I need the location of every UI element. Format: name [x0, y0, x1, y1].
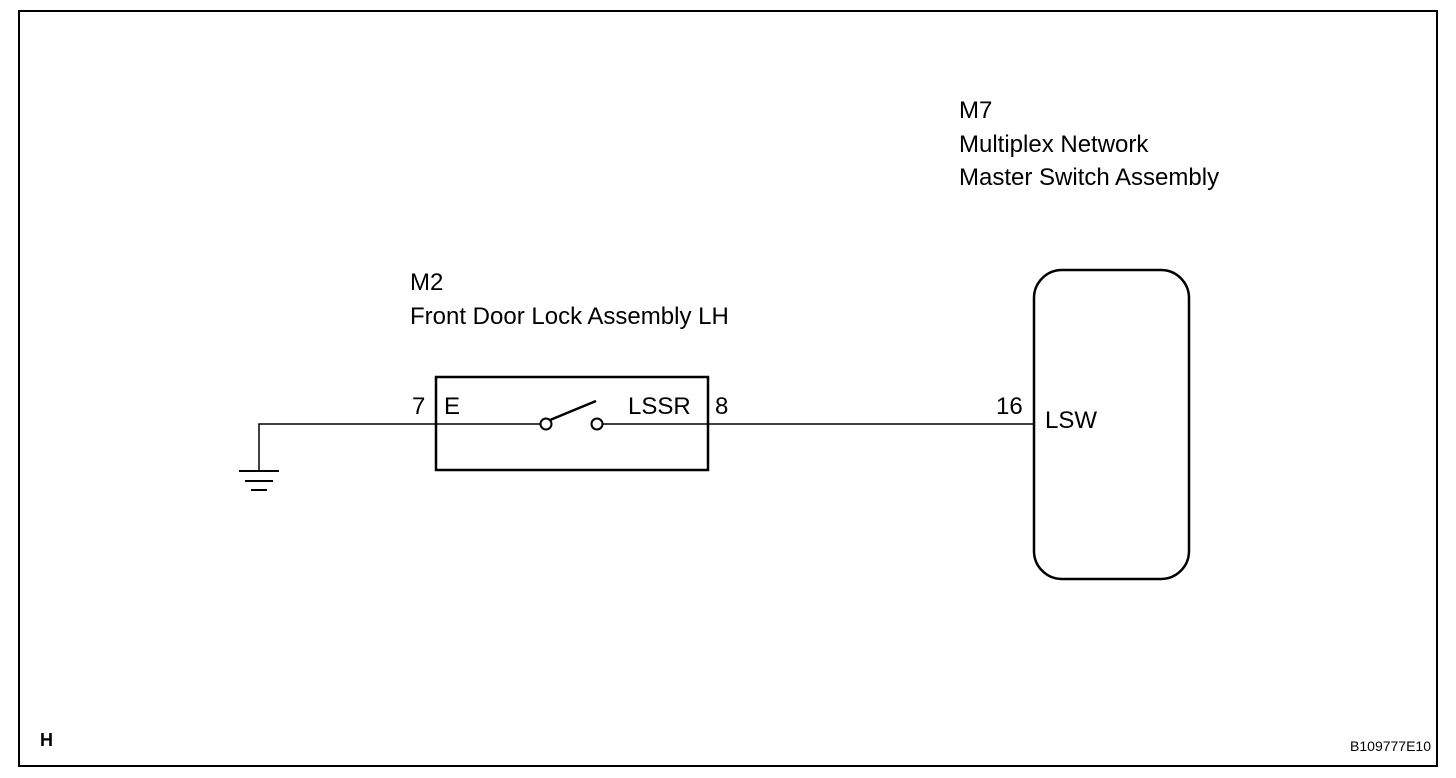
lock-switch-symbol: [436, 399, 708, 431]
m2-left-pin-name: E: [444, 393, 460, 420]
m2-name: Front Door Lock Assembly LH: [410, 303, 729, 330]
figure-code: B109777E10: [1350, 738, 1431, 754]
m7-pin-name: LSW: [1045, 407, 1097, 434]
corner-letter: H: [40, 730, 53, 750]
m2-code: M2: [410, 269, 443, 296]
m2-right-pin-number: 8: [715, 393, 728, 420]
m7-name-line1: Multiplex Network: [959, 131, 1149, 158]
m7-name-line2: Master Switch Assembly: [959, 164, 1219, 191]
m7-code: M7: [959, 97, 992, 124]
m2-left-pin-number: 7: [412, 393, 425, 420]
wire-e-to-ground: [258, 423, 436, 470]
diagram-frame: [18, 10, 1438, 767]
m2-right-pin-name: LSSR: [628, 393, 691, 420]
ground-icon: [239, 470, 279, 491]
m7-pin-number: 16: [996, 393, 1023, 420]
